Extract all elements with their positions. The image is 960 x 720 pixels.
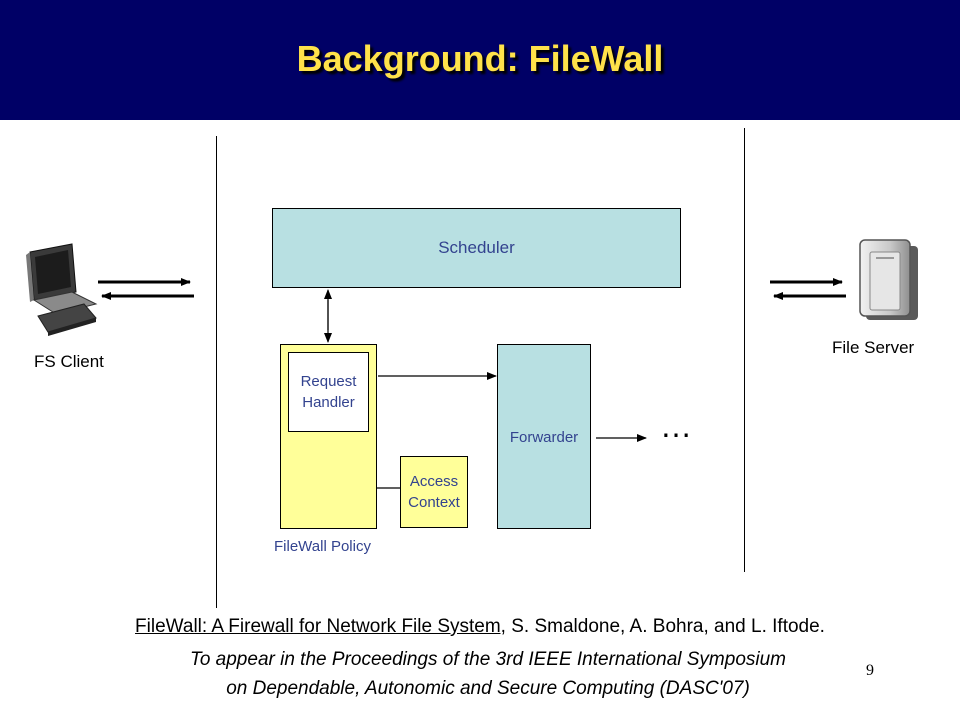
citation-authors: S. Smaldone, A. Bohra, and L. Iftode. — [505, 616, 825, 637]
request-handler-box: Request Handler — [288, 352, 369, 432]
access-context-box: Access Context — [400, 456, 468, 528]
citation-venue-line2: on Dependable, Autonomic and Secure Comp… — [226, 678, 750, 699]
right-boundary-line — [744, 128, 745, 572]
title-bar — [0, 0, 960, 120]
scheduler-box: Scheduler — [272, 208, 681, 288]
page-number: 9 — [866, 662, 874, 679]
slide-title: Background: FileWall — [296, 38, 664, 79]
citation-paper-title: FileWall: A Firewall for Network File Sy… — [135, 616, 506, 637]
client-label: FS Client — [34, 352, 104, 371]
scheduler-label: Scheduler — [438, 238, 515, 257]
request-handler-label: Request Handler — [300, 373, 357, 411]
citation-venue: To appear in the Proceedings of the 3rd … — [8, 645, 960, 703]
citation-line: FileWall: A Firewall for Network File Sy… — [0, 616, 960, 638]
access-context-label: Access Context — [408, 473, 460, 511]
policy-label: FileWall Policy — [274, 538, 371, 555]
left-boundary-line — [216, 136, 217, 608]
ellipsis-label: … — [660, 408, 696, 444]
forwarder-box: Forwarder — [497, 344, 591, 529]
server-label: File Server — [832, 338, 915, 357]
citation-venue-line1: To appear in the Proceedings of the 3rd … — [189, 649, 787, 670]
forwarder-label: Forwarder — [509, 429, 579, 446]
